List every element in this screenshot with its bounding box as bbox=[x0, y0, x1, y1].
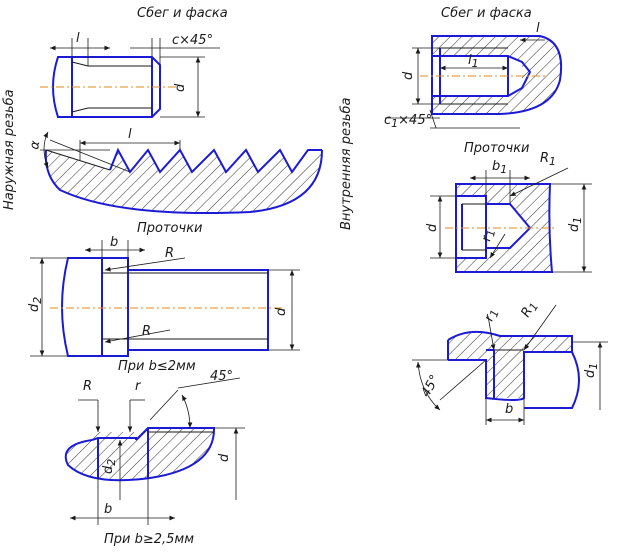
dim-l-long: l bbox=[128, 127, 132, 142]
dim-b1: b1 bbox=[492, 159, 507, 176]
dim-d-top: d bbox=[173, 83, 188, 92]
dim-l-top: l bbox=[76, 31, 80, 46]
dim-R-low: R bbox=[142, 324, 151, 339]
dim-l-right: l bbox=[536, 21, 540, 36]
dim-45-right: 45° bbox=[418, 373, 443, 400]
groove-small-view: b R R d2 d При b≤2мм bbox=[27, 235, 300, 374]
dim-r1-lower: r1 bbox=[482, 307, 502, 324]
dim-d1-mid: d1 bbox=[567, 217, 584, 232]
dim-R-small: R bbox=[165, 246, 174, 261]
dim-c45: c×45° bbox=[172, 33, 213, 48]
dim-d2: d2 bbox=[27, 297, 44, 312]
internal-groove-lower-view: r1 R1 45° b d1 bbox=[412, 299, 608, 425]
internal-groove-view: b1 R1 r1 d d1 bbox=[425, 151, 592, 273]
dim-d-bottom: d bbox=[217, 453, 232, 462]
dim-c1x45: c1×45° bbox=[384, 113, 432, 130]
label-grooves-right: Проточки bbox=[464, 141, 530, 156]
dim-45: 45° bbox=[210, 369, 233, 384]
internal-runout-view: Сбег и фаска d l1 l c1×45° Проточки bbox=[384, 6, 562, 156]
dim-b-small: b bbox=[110, 235, 118, 250]
groove-large-view: R r 45° d d2 b При b≥2,5мм bbox=[64, 369, 245, 547]
dim-l1-right: l1 bbox=[468, 53, 479, 70]
dim-R1: R1 bbox=[540, 151, 556, 168]
dim-d2-bottom: d2 bbox=[101, 459, 118, 474]
dim-R1-lower: R1 bbox=[518, 299, 541, 321]
dim-d1-lower: d1 bbox=[583, 363, 600, 378]
dim-b-bottom: b bbox=[104, 502, 112, 517]
dim-d-right-mid: d bbox=[425, 223, 440, 232]
external-runout-view: Сбег и фаска l c×45° d bbox=[40, 6, 228, 118]
title-top-left: Сбег и фаска bbox=[137, 6, 228, 21]
dim-alpha: α bbox=[27, 139, 43, 150]
label-cond-large: При b≥2,5мм bbox=[104, 532, 194, 547]
label-external-thread: Наружная резьба bbox=[2, 89, 17, 210]
dim-d-mid: d bbox=[274, 307, 289, 316]
dim-r1: r1 bbox=[479, 228, 498, 243]
dim-r: r bbox=[135, 379, 142, 394]
dim-d-right-top: d bbox=[401, 71, 416, 80]
label-grooves-left: Проточки bbox=[137, 221, 203, 236]
label-internal-thread: Внутренняя резьба bbox=[339, 97, 354, 230]
label-cond-small: При b≤2мм bbox=[118, 359, 196, 374]
dim-b-right-low: b bbox=[505, 402, 513, 417]
external-thread-profile: Наружная резьба α l Проточки bbox=[2, 89, 323, 236]
title-top-right: Сбег и фаска bbox=[441, 6, 532, 21]
dim-R-big: R bbox=[83, 379, 92, 394]
